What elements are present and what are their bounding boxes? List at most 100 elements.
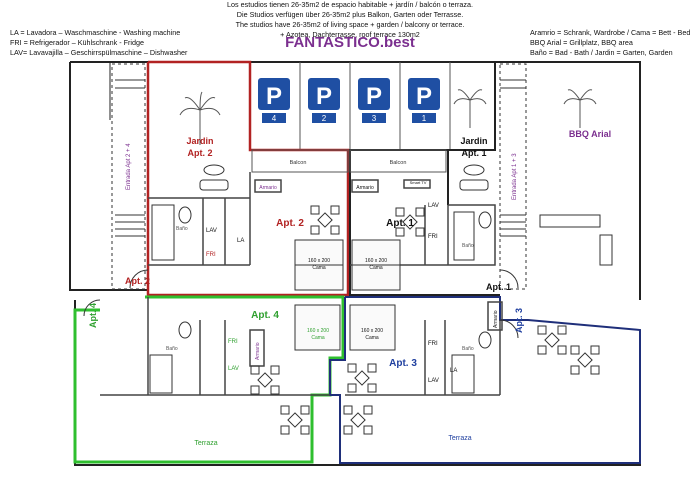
parking-number: 3 — [372, 114, 377, 123]
header-line-4: + Azotea, Dachterrasse, roof terrace 130… — [280, 30, 420, 39]
chair — [347, 363, 357, 373]
chair — [250, 365, 260, 375]
parking-space-1: P1 — [408, 78, 440, 123]
label-terraza-right: Terraza — [448, 435, 471, 442]
header-line-3: The studios have 26-35m2 of living space… — [235, 20, 465, 29]
chair — [557, 325, 567, 335]
chair — [395, 207, 405, 217]
label-smart-tv: Smart TV — [410, 180, 427, 185]
label-bed-size-apt3: 160 x 200 — [361, 328, 383, 334]
label-bed-word-apt3: Cama — [365, 335, 379, 341]
label-entrada-13: Entrada Apt 1 + 3 — [512, 153, 518, 200]
legend-right-line: Aramrio = Schrank, Wardrobe / Cama = Bet… — [530, 28, 691, 37]
garden-lounges — [199, 164, 613, 266]
parking-symbol: P — [266, 83, 282, 110]
label-bbq: BBQ Arial — [569, 129, 611, 139]
chair — [310, 225, 320, 235]
chair — [330, 225, 340, 235]
label-door-apt4: Apt. 4 — [88, 303, 98, 328]
label-apt2: Apt. 2 — [276, 218, 304, 229]
chair — [570, 365, 580, 375]
label-terraza-left: Terraza — [194, 440, 217, 447]
parking-space-3: P3 — [358, 78, 390, 123]
label-door-apt2: Apt. 2 — [125, 276, 150, 286]
parking-symbol: P — [416, 83, 432, 110]
table-with-chairs — [347, 363, 377, 393]
table-with-chairs — [310, 205, 340, 235]
brand-title: FANTASTICO.best — [285, 34, 415, 51]
chair — [537, 325, 547, 335]
header-block: Los estudios tienen 26-35m2 de espacio h… — [200, 0, 500, 40]
label-bed-word-apt1: Cama — [369, 265, 383, 271]
label-fri-apt4: FRI — [228, 339, 238, 345]
table-with-chairs — [280, 405, 310, 435]
label-bano-apt1: Baño — [462, 243, 474, 249]
label-jardin-apt1-b: Apt. 1 — [461, 148, 486, 158]
table-with-chairs — [250, 365, 280, 395]
chair — [280, 425, 290, 435]
parking-space-2: P2 — [308, 78, 340, 123]
legend-right-line: BBQ Arial = Grillplatz, BBQ area — [530, 38, 633, 47]
chair — [415, 227, 425, 237]
furniture — [250, 205, 600, 435]
chair — [330, 205, 340, 215]
chair — [343, 425, 353, 435]
table-with-chairs — [570, 345, 600, 375]
table-with-chairs — [537, 325, 567, 355]
apt2-inner-walls — [148, 172, 282, 266]
label-apt1: Apt. 1 — [386, 218, 414, 229]
bed-apt3 — [349, 304, 396, 351]
label-balcon-right: Balcon — [390, 160, 407, 166]
chair — [415, 207, 425, 217]
label-bed-word-apt2: Cama — [312, 265, 326, 271]
chair — [363, 425, 373, 435]
plan-labels: Jardin Apt. 2 Jardin Apt. 1 BBQ Arial En… — [88, 129, 611, 447]
label-apt3: Apt. 3 — [389, 358, 417, 369]
bathroom-fixtures — [149, 204, 492, 394]
label-lav-apt4: LAV — [228, 366, 239, 372]
label-jardin-apt2-b: Apt. 2 — [187, 148, 212, 158]
chair — [570, 345, 580, 355]
chair — [590, 345, 600, 355]
label-armario-apt4: Armario — [255, 342, 261, 360]
header-line-2: Die Studios verfügen über 26-35m2 plus B… — [236, 10, 464, 19]
parking-space-4: P4 — [258, 78, 290, 123]
label-balcon-left: Balcon — [290, 160, 307, 166]
label-jardin-apt2: Jardin — [186, 136, 213, 146]
palm-tree-icon — [563, 89, 597, 128]
door-arcs — [83, 269, 519, 339]
legend-left: LA = Lavadora – Waschmaschine - Washing … — [10, 28, 187, 58]
parking-icon — [258, 78, 290, 110]
table-with-chairs — [343, 405, 373, 435]
chair — [367, 383, 377, 393]
parking-number: 1 — [422, 114, 427, 123]
label-bed-size-apt4: 160 x 200 — [307, 328, 329, 334]
table-with-chairs — [395, 207, 425, 237]
palm-tree-icon — [453, 89, 487, 128]
palm-tree-icon — [179, 91, 221, 145]
palm-trees — [179, 89, 597, 145]
label-bano-apt2: Baño — [176, 226, 188, 232]
label-door-apt1: Apt. 1 — [486, 282, 511, 292]
label-door-apt3: Apt. 3 — [514, 308, 524, 333]
chair — [590, 365, 600, 375]
parking-symbol: P — [366, 83, 382, 110]
label-armario-apt2: Armario — [259, 185, 277, 191]
label-apt4: Apt. 4 — [251, 310, 279, 321]
label-entrada-24: Entrada Apt 2 + 4 — [126, 143, 132, 190]
parking-number: 4 — [272, 114, 277, 123]
chair — [347, 383, 357, 393]
label-fri-apt1: FRI — [428, 234, 438, 240]
legend-left-line: LA = Lavadora – Waschmaschine - Washing … — [10, 28, 181, 37]
label-bed-size-apt1: 160 x 200 — [365, 258, 387, 264]
entrance-corridors — [111, 63, 527, 290]
label-armario-apt3: Armario — [493, 310, 499, 328]
parking-icon — [408, 78, 440, 110]
chair — [270, 385, 280, 395]
label-lav-apt1: LAV — [428, 203, 439, 209]
header-line-1: Los estudios tienen 26-35m2 de espacio h… — [227, 0, 473, 9]
parking-icon — [358, 78, 390, 110]
chair — [395, 227, 405, 237]
legend-right: Aramrio = Schrank, Wardrobe / Cama = Bet… — [530, 28, 690, 58]
